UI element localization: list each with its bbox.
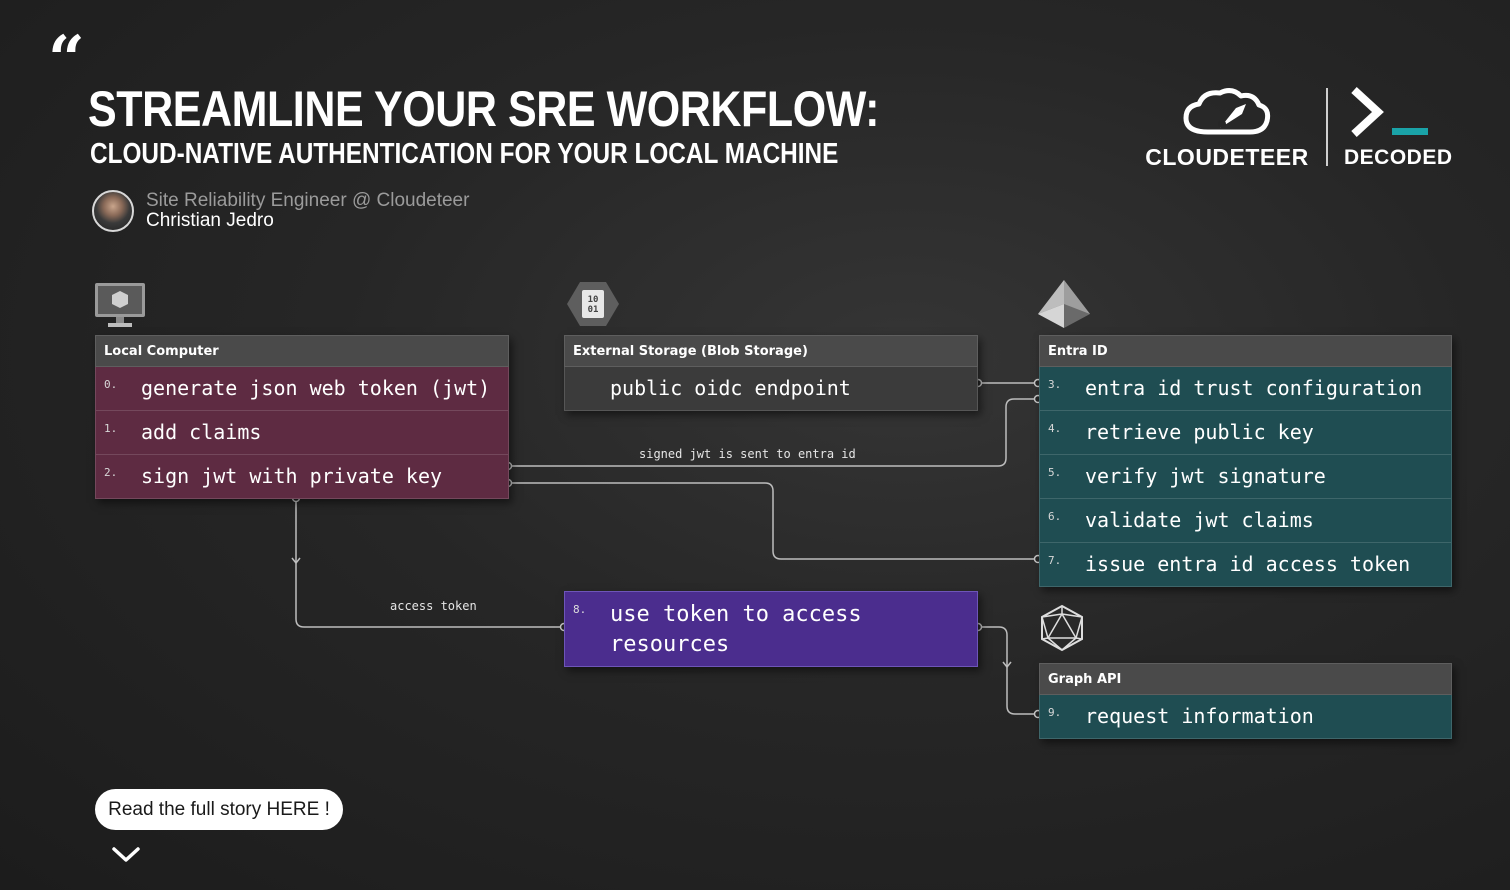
external-storage-card: External Storage (Blob Storage) public o…: [564, 335, 978, 411]
step-number: 2.: [104, 466, 118, 479]
step-text: retrieve public key: [1085, 420, 1314, 444]
author-role: Site Reliability Engineer @ Cloudeteer: [146, 190, 470, 211]
step-text: validate jwt claims: [1085, 508, 1314, 532]
step-text: use token to access resources: [610, 602, 862, 657]
wire-signed-jwt: [508, 398, 1038, 467]
cloud-rocket-icon: [1183, 88, 1271, 135]
step-text: add claims: [141, 420, 262, 444]
page-title: STREAMLINE YOUR SRE WORKFLOW:: [88, 81, 879, 137]
card-header: Graph API: [1039, 663, 1452, 695]
card-header: Entra ID: [1039, 335, 1452, 367]
step-row: 5. verify jwt signature: [1039, 455, 1452, 499]
step-number: 1.: [104, 422, 118, 435]
step-number: 0.: [104, 378, 118, 391]
step-text: request information: [1085, 704, 1314, 728]
read-story-button[interactable]: Read the full story HERE !: [95, 789, 343, 830]
svg-text:10: 10: [588, 295, 599, 305]
step-number: 5.: [1048, 466, 1062, 479]
step-number: 9.: [1048, 706, 1062, 719]
wire-jwt-to-issue: [508, 482, 1038, 560]
terminal-prompt-icon: [1351, 87, 1428, 137]
connection-label-signed-jwt: signed jwt is sent to entra id: [639, 447, 856, 461]
wire-arrow-down-1: [291, 557, 301, 565]
step-number: 4.: [1048, 422, 1062, 435]
local-computer-card: Local Computer 0. generate json web toke…: [95, 335, 509, 499]
cloudeteer-logo: CLOUDETEER: [1142, 88, 1312, 170]
wire-arrow-down-2: [1002, 661, 1012, 669]
step-text: verify jwt signature: [1085, 464, 1326, 488]
step-text: entra id trust configuration: [1085, 376, 1423, 400]
step-number: 3.: [1048, 378, 1062, 391]
step-text: public oidc endpoint: [610, 376, 851, 400]
entra-id-icon: [1038, 280, 1090, 328]
blob-storage-icon: 10 01: [567, 282, 619, 326]
author-text: Site Reliability Engineer @ Cloudeteer C…: [146, 191, 469, 231]
avatar: [92, 190, 134, 232]
step-number: 7.: [1048, 554, 1062, 567]
wire-resources-to-graph: [978, 626, 1038, 715]
step-row: 3. entra id trust configuration: [1039, 367, 1452, 411]
graph-api-icon: [1041, 604, 1083, 652]
step-text: sign jwt with private key: [141, 464, 443, 488]
wire-access-token: [295, 498, 564, 628]
decoded-logo: DECODED: [1344, 86, 1452, 170]
step-text: issue entra id access token: [1085, 552, 1411, 576]
card-header: External Storage (Blob Storage): [564, 335, 978, 367]
chevron-down-icon[interactable]: [110, 845, 142, 865]
author-name: Christian Jedro: [146, 210, 274, 231]
connection-label-access-token: access token: [390, 599, 477, 613]
step-row: public oidc endpoint: [564, 367, 978, 411]
decoded-wordmark: DECODED: [1344, 146, 1453, 169]
cloudeteer-wordmark: CLOUDETEER: [1145, 144, 1309, 170]
step-row: 9. request information: [1039, 695, 1452, 739]
step-row: 7. issue entra id access token: [1039, 543, 1452, 587]
step-row: 6. validate jwt claims: [1039, 499, 1452, 543]
step-number: 6.: [1048, 510, 1062, 523]
step-number: 8.: [573, 603, 587, 616]
resources-card: 8. use token to access resources: [564, 591, 978, 667]
step-row: 0. generate json web token (jwt): [95, 367, 509, 411]
card-header: Local Computer: [95, 335, 509, 367]
entra-id-card: Entra ID 3. entra id trust configuration…: [1039, 335, 1452, 587]
author-block: Site Reliability Engineer @ Cloudeteer C…: [92, 190, 469, 232]
step-row: 2. sign jwt with private key: [95, 455, 509, 499]
computer-icon: [95, 283, 145, 327]
logo-divider: [1326, 88, 1328, 166]
step-text: generate json web token (jwt): [141, 376, 491, 400]
page-subtitle: CLOUD-NATIVE AUTHENTICATION FOR YOUR LOC…: [90, 138, 839, 170]
svg-text:01: 01: [588, 305, 599, 315]
step-row: 4. retrieve public key: [1039, 411, 1452, 455]
step-row: 1. add claims: [95, 411, 509, 455]
quote-mark: “: [48, 22, 85, 97]
graph-api-card: Graph API 9. request information: [1039, 663, 1452, 739]
